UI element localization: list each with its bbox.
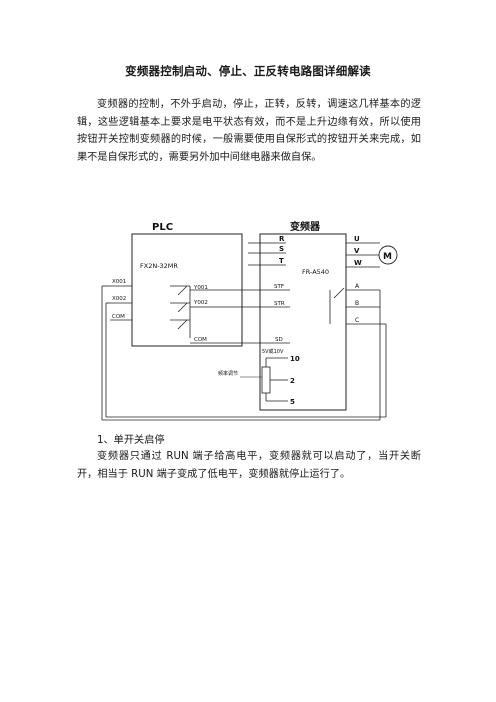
terminal-b: B	[355, 300, 359, 307]
terminal-u: U	[354, 235, 360, 243]
plc-output-com: COM	[194, 337, 207, 343]
terminal-sd: SD	[275, 337, 283, 343]
terminal-10: 10	[290, 355, 300, 363]
plc-label: PLC	[152, 222, 173, 233]
section-heading: 1、单开关启停	[97, 435, 165, 446]
terminal-v: V	[354, 247, 360, 255]
vfd-label: 变频器	[290, 220, 321, 233]
terminal-a: A	[355, 283, 360, 290]
plc-output-y001: Y001	[193, 285, 208, 291]
terminal-str: STR	[274, 301, 285, 307]
plc-model: FX2N-32MR	[140, 262, 178, 270]
plc-input-x002: X002	[112, 296, 126, 302]
terminal-2: 2	[290, 377, 295, 385]
terminal-c: C	[355, 317, 359, 324]
terminal-r: R	[279, 235, 285, 243]
terminal-5: 5	[290, 398, 295, 406]
section-paragraph: 变频器只通过 RUN 端子给高电平，变频器就可以启动了，当开关断开，相当于 RU…	[77, 451, 421, 480]
plc-input-x001: X001	[112, 279, 126, 285]
potentiometer-icon	[261, 366, 271, 394]
plc-input-com: COM	[112, 314, 125, 320]
vfd-model: FR-A540	[302, 268, 329, 276]
motor-label: M	[383, 252, 392, 262]
pot-voltage: 5V或10V	[262, 348, 284, 355]
terminal-w: W	[354, 259, 362, 267]
terminal-t: T	[279, 257, 284, 265]
vfd-box	[259, 233, 347, 411]
motor-icon	[378, 245, 398, 265]
intro-paragraph: 变频器的控制，不外乎启动，停止，正转，反转，调速这几样基本的逻辑，这些逻辑基本上…	[77, 99, 421, 163]
pot-label: 频率调节	[218, 370, 238, 377]
terminal-stf: STF	[274, 284, 284, 290]
page-title: 变频器控制启动、停止、正反转电路图详细解读	[125, 64, 371, 78]
plc-output-y002: Y002	[193, 300, 208, 306]
wiring-diagram: PLC FX2N-32MR X001 X002 COM Y001 Y002 CO…	[101, 220, 398, 421]
terminal-s: S	[279, 245, 284, 253]
